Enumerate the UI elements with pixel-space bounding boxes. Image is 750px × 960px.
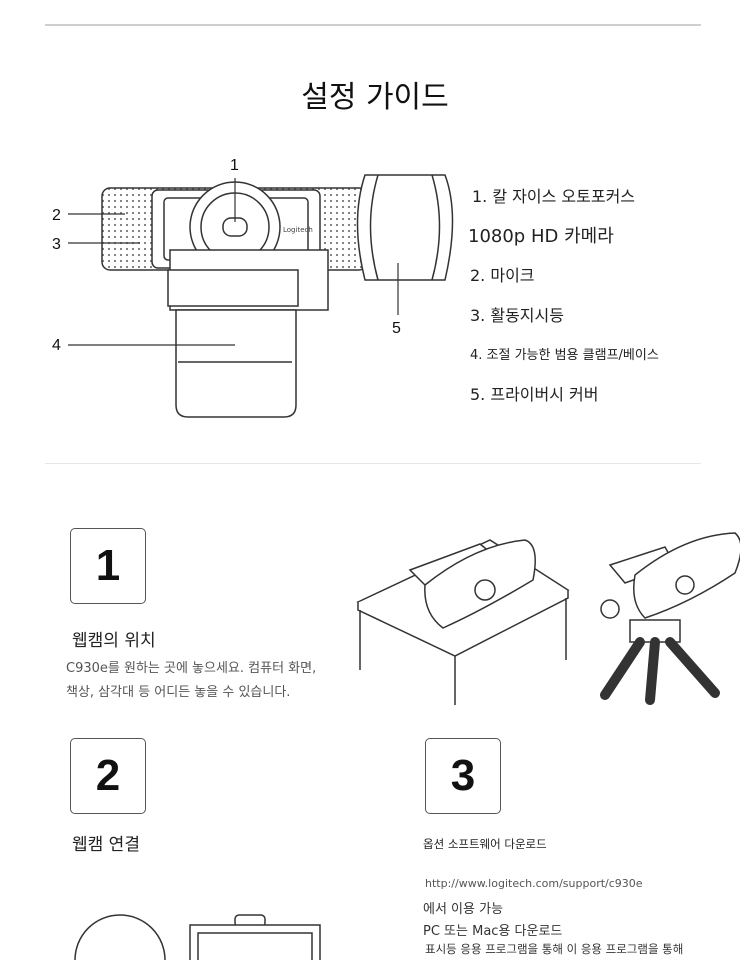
step-3-line: 에서 이용 가능 bbox=[423, 902, 504, 917]
legend-item: 1080p HD 카메라 bbox=[468, 226, 614, 247]
webcam-diagram: Logitech 1 2 3 4 5 bbox=[52, 157, 454, 418]
step-number-1: 1 bbox=[70, 528, 146, 604]
step-1-line: C930e를 원하는 곳에 놓으세요. 컴퓨터 화면, bbox=[66, 661, 317, 676]
step-3-line: 표시등 응용 프로그램을 통해 이 응용 프로그램을 통해 bbox=[425, 942, 684, 956]
callout-5: 5 bbox=[392, 320, 401, 337]
support-link[interactable]: http://www.logitech.com/support/c930e bbox=[425, 877, 643, 890]
webcam-on-desk-illustration bbox=[356, 539, 570, 705]
legend-item: 5. 프라이버시 커버 bbox=[470, 385, 599, 404]
svg-text:Logitech: Logitech bbox=[283, 226, 313, 234]
step-1-line: 책상, 삼각대 등 어디든 놓을 수 있습니다. bbox=[66, 685, 291, 700]
callout-4: 4 bbox=[52, 337, 61, 354]
step-number-3: 3 bbox=[425, 738, 501, 814]
legend-item: 2. 마이크 bbox=[470, 266, 535, 285]
step-3-line: PC 또는 Mac용 다운로드 bbox=[423, 924, 563, 939]
callout-2: 2 bbox=[52, 207, 61, 224]
webcam-on-tripod-illustration bbox=[600, 532, 740, 705]
step-2-heading: 웹캠 연결 bbox=[72, 835, 140, 855]
legend-item: 1. 칼 자이스 오토포커스 bbox=[472, 187, 636, 206]
callout-3: 3 bbox=[52, 236, 61, 253]
callout-1: 1 bbox=[230, 157, 239, 174]
legend-item: 4. 조절 가능한 범용 클램프/베이스 bbox=[470, 348, 659, 363]
section-divider bbox=[45, 463, 701, 464]
step-1-heading: 웹캠의 위치 bbox=[72, 631, 156, 651]
legend-item: 3. 활동지시등 bbox=[470, 306, 564, 325]
top-divider bbox=[45, 24, 701, 26]
step-number-2: 2 bbox=[70, 738, 146, 814]
logitech-logo: Logitech bbox=[283, 226, 313, 234]
step-3-heading: 옵션 소프트웨어 다운로드 bbox=[423, 837, 547, 851]
page-title: 설정 가이드 bbox=[301, 80, 449, 115]
webcam-connect-illustration bbox=[74, 914, 321, 960]
